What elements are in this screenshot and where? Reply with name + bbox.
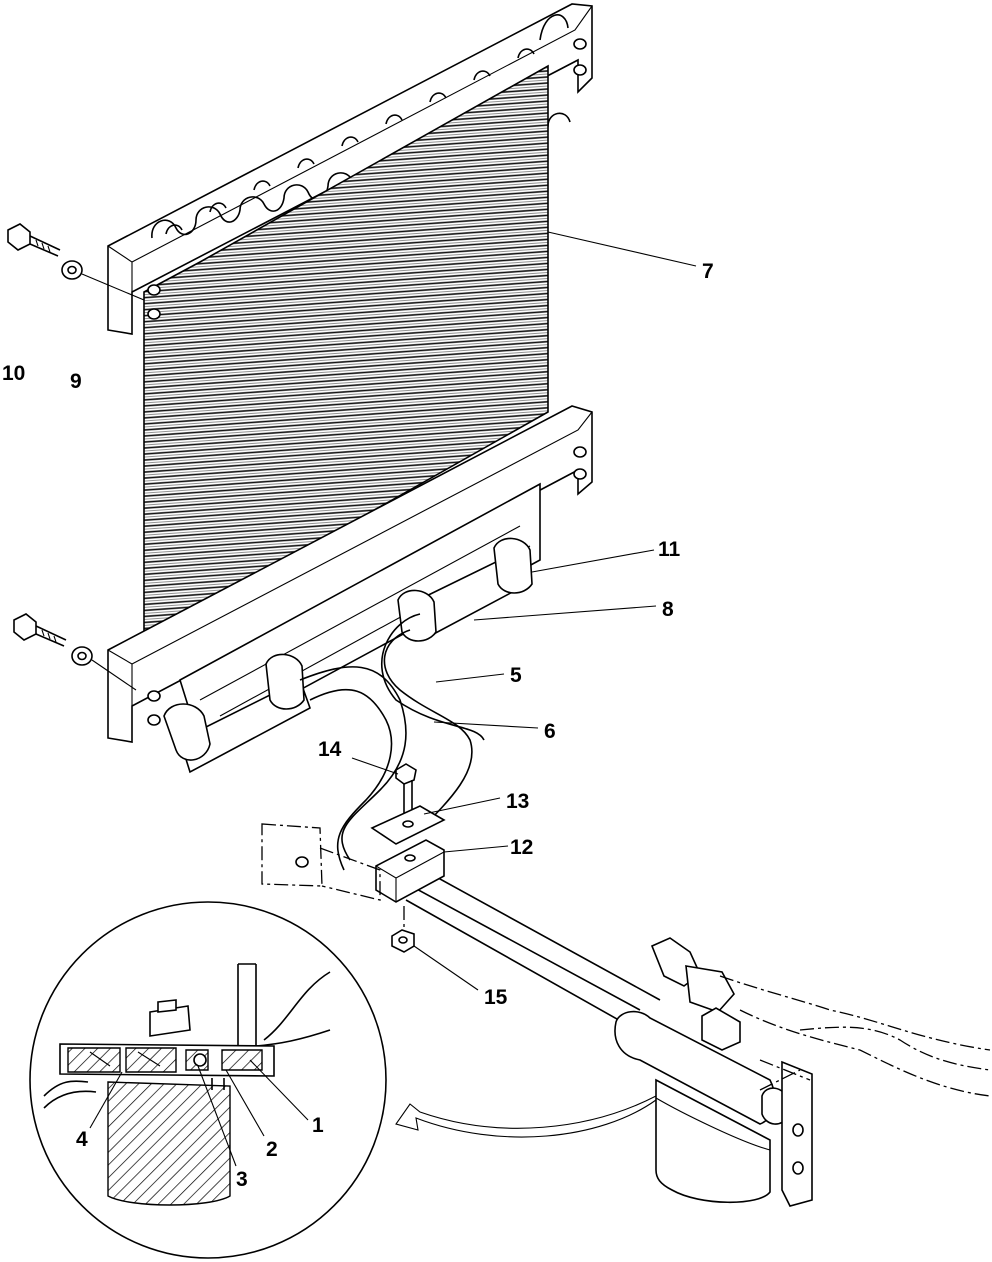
callout-5: 5 [510, 664, 522, 687]
detail-arrow [395, 1095, 657, 1138]
callout-15: 15 [484, 986, 508, 1009]
callout-10: 10 [2, 362, 25, 385]
oil-filter-assembly [614, 937, 991, 1207]
upper-bolt-washer [7, 223, 145, 301]
callout-8: 8 [662, 598, 674, 621]
oil-cooler [107, 3, 593, 746]
line-clamp-hardware [261, 763, 446, 953]
callout-2: 2 [266, 1138, 278, 1161]
relief-valve-detail [29, 901, 387, 1259]
callout-13: 13 [506, 790, 529, 813]
callout-14: 14 [318, 738, 342, 761]
mounting-holes [147, 38, 587, 726]
hose-assemblies [163, 537, 533, 774]
lower-bolt-washer [13, 613, 137, 691]
callout-1: 1 [312, 1114, 324, 1137]
callout-4: 4 [76, 1128, 88, 1151]
callout-12: 12 [510, 836, 533, 859]
callout-6: 6 [544, 720, 556, 743]
callout-7: 7 [702, 260, 714, 283]
callout-3: 3 [236, 1168, 248, 1191]
cooler-lines [299, 613, 661, 1033]
callout-labels: 1 2 3 4 5 6 7 8 9 10 11 12 13 14 15 [2, 260, 714, 1191]
callout-9: 9 [70, 370, 82, 393]
callout-11: 11 [658, 538, 681, 561]
leader-lines [89, 231, 697, 1167]
